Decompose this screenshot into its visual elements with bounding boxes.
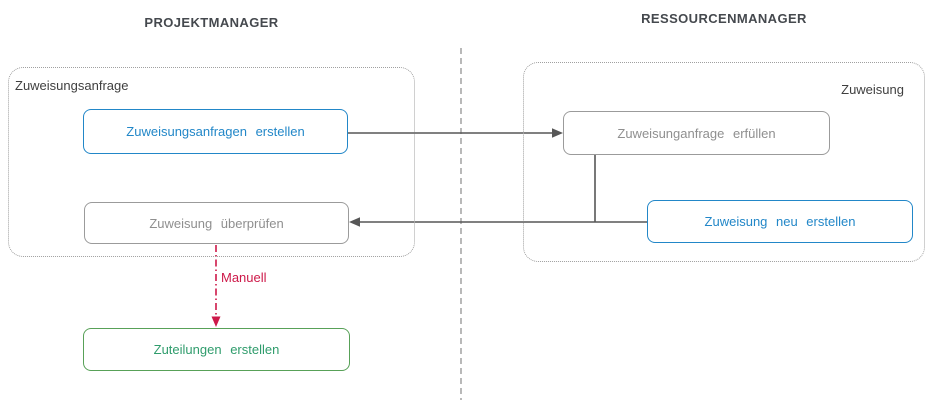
group-zuweisung: Zuweisung xyxy=(523,62,925,262)
manual-arrow-review-to-allocations xyxy=(211,245,221,327)
arrow-create-to-fulfill xyxy=(348,128,563,138)
lane-title-ressourcenmanager: RESSOURCENMANAGER xyxy=(641,11,807,26)
node-create-new-assignment: Zuweisung neu erstellen xyxy=(647,200,913,243)
arrow-newassignment-to-review xyxy=(349,155,647,227)
node-create-allocations: Zuteilungen erstellen xyxy=(83,328,350,371)
manual-edge-label: Manuell xyxy=(221,270,267,285)
group-zuweisungsanfrage: Zuweisungsanfrage xyxy=(8,67,415,257)
lane-title-projektmanager: PROJEKTMANAGER xyxy=(144,15,279,30)
arrowhead-right-icon xyxy=(552,128,563,138)
arrowhead-down-icon xyxy=(211,316,221,327)
group-zuweisungsanfrage-label: Zuweisungsanfrage xyxy=(15,78,129,93)
node-create-assignment-requests: Zuweisungsanfragen erstellen xyxy=(83,109,348,154)
node-fulfill-assignment-request: Zuweisunganfrage erfüllen xyxy=(563,111,830,155)
node-review-assignment: Zuweisung überprüfen xyxy=(84,202,349,244)
group-zuweisung-label: Zuweisung xyxy=(841,82,904,97)
arrowhead-left-icon xyxy=(349,217,360,227)
